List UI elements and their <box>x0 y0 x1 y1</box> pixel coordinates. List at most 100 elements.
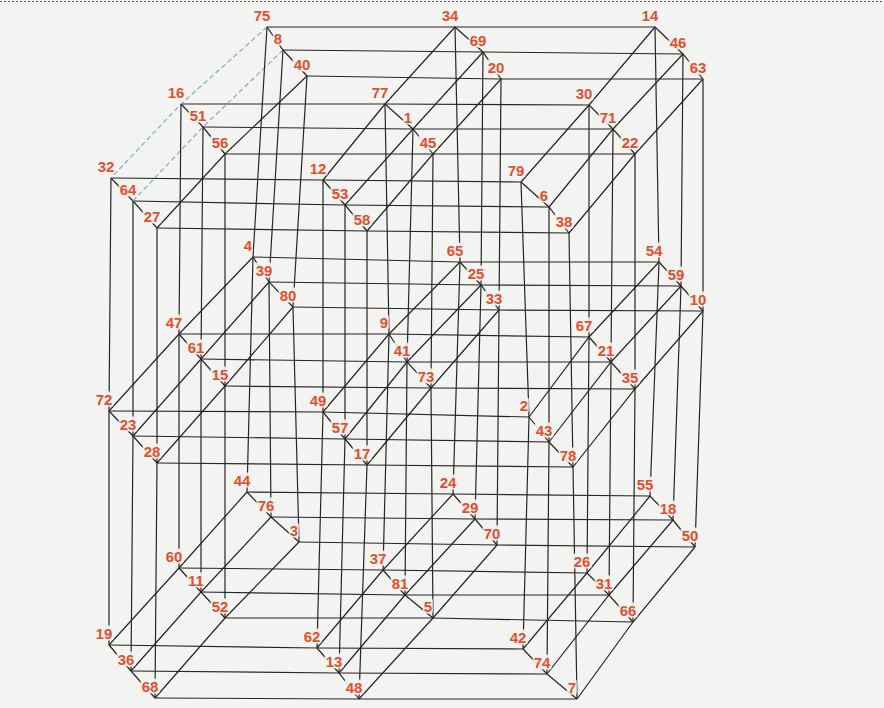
vertex-number: 81 <box>391 576 410 591</box>
vertex-number: 71 <box>599 110 618 125</box>
vertex-number: 32 <box>97 159 116 174</box>
vertex-number: 31 <box>595 576 614 591</box>
lattice-line <box>267 26 655 27</box>
lattice-line <box>111 27 267 178</box>
vertex-number: 43 <box>535 423 554 438</box>
vertex-number: 79 <box>507 163 526 178</box>
vertex-number: 78 <box>559 448 578 463</box>
lattice-line <box>547 207 549 674</box>
vertex-number: 7 <box>567 680 577 695</box>
vertex-number: 20 <box>487 60 506 75</box>
lattice-line <box>587 105 589 573</box>
vertex-number: 29 <box>461 500 480 515</box>
lattice-line <box>549 54 683 207</box>
vertex-number: 76 <box>257 498 276 513</box>
vertex-number: 24 <box>439 475 458 490</box>
vertex-number: 69 <box>469 33 488 48</box>
lattice-line <box>109 411 529 417</box>
lattice-line <box>359 231 367 699</box>
lattice-line <box>225 618 633 622</box>
lattice-line <box>345 52 483 205</box>
vertex-number: 26 <box>573 554 592 569</box>
vertex-number: 9 <box>379 315 389 330</box>
vertex-number: 38 <box>555 214 574 229</box>
lattice-line <box>609 129 613 595</box>
vertex-number: 80 <box>279 288 298 303</box>
lattice-line <box>359 545 497 699</box>
lattice-line <box>157 76 307 228</box>
lattice-line <box>573 311 703 467</box>
scan-edge <box>0 1 884 2</box>
vertex-number: 61 <box>187 340 206 355</box>
vertex-number: 22 <box>621 135 640 150</box>
lattice-line <box>133 436 549 442</box>
vertex-number: 8 <box>273 31 283 46</box>
vertex-number: 45 <box>419 135 438 150</box>
vertex-number: 11 <box>187 573 205 588</box>
vertex-number: 63 <box>689 60 708 75</box>
lattice-line <box>179 104 181 568</box>
vertex-number: 50 <box>681 528 700 543</box>
lattice-line <box>157 463 573 467</box>
lattice-line <box>109 645 523 649</box>
vertex-number: 70 <box>483 526 502 541</box>
lattice-line <box>497 79 501 545</box>
lattice-line <box>201 127 203 592</box>
lattice-line <box>157 228 569 233</box>
lattice-line <box>475 52 483 519</box>
lattice-line <box>650 27 659 496</box>
lattice-line <box>383 104 389 570</box>
lattice-line <box>109 178 111 645</box>
lattice-line <box>323 262 460 412</box>
vertex-number: 74 <box>533 655 552 670</box>
vertex-number: 27 <box>143 209 162 224</box>
lattice-line <box>133 201 549 207</box>
vertex-number: 4 <box>243 238 253 253</box>
lattice-line <box>247 492 650 496</box>
lattice-line <box>179 334 589 337</box>
vertex-number: 73 <box>417 369 436 384</box>
vertex-number: 58 <box>353 212 372 227</box>
vertex-number: 21 <box>597 343 616 358</box>
lattice-line <box>673 54 683 520</box>
lattice-line <box>383 570 433 618</box>
vertex-number: 15 <box>211 367 230 382</box>
vertex-number: 33 <box>485 291 504 306</box>
lattice-line <box>247 27 267 492</box>
vertex-number: 75 <box>253 8 272 23</box>
vertex-number: 44 <box>233 473 252 488</box>
vertex-number: 54 <box>645 243 664 258</box>
lattice-line <box>339 205 345 673</box>
lattice-line <box>523 649 577 699</box>
vertex-number: 30 <box>575 86 594 101</box>
vertex-number: 5 <box>423 599 433 614</box>
vertex-number: 14 <box>641 8 660 23</box>
vertex-number: 6 <box>539 188 549 203</box>
lattice-line <box>633 154 635 622</box>
lattice-line <box>269 50 283 517</box>
lattice-line <box>405 129 413 595</box>
vertex-number: 18 <box>659 501 678 516</box>
vertex-number: 55 <box>636 477 655 492</box>
vertex-number: 23 <box>119 417 138 432</box>
lattice-line <box>253 257 659 262</box>
vertex-number: 1 <box>403 110 413 125</box>
lattice-line <box>345 285 481 439</box>
lattice-line <box>109 492 247 645</box>
vertex-number: 68 <box>141 679 160 694</box>
vertex-number: 10 <box>689 292 708 307</box>
vertex-number: 46 <box>669 35 688 50</box>
vertex-number: 13 <box>325 654 344 669</box>
lattice-line <box>155 228 157 698</box>
vertex-number: 52 <box>211 599 230 614</box>
vertex-number: 60 <box>165 549 184 564</box>
vertex-number: 64 <box>119 182 138 197</box>
vertex-number: 17 <box>353 446 372 461</box>
vertex-number: 59 <box>667 267 686 282</box>
vertex-number: 56 <box>211 135 230 150</box>
vertex-number: 42 <box>509 630 528 645</box>
lattice-line <box>431 154 433 618</box>
vertex-number: 3 <box>289 523 299 538</box>
vertex-number: 77 <box>371 85 390 100</box>
